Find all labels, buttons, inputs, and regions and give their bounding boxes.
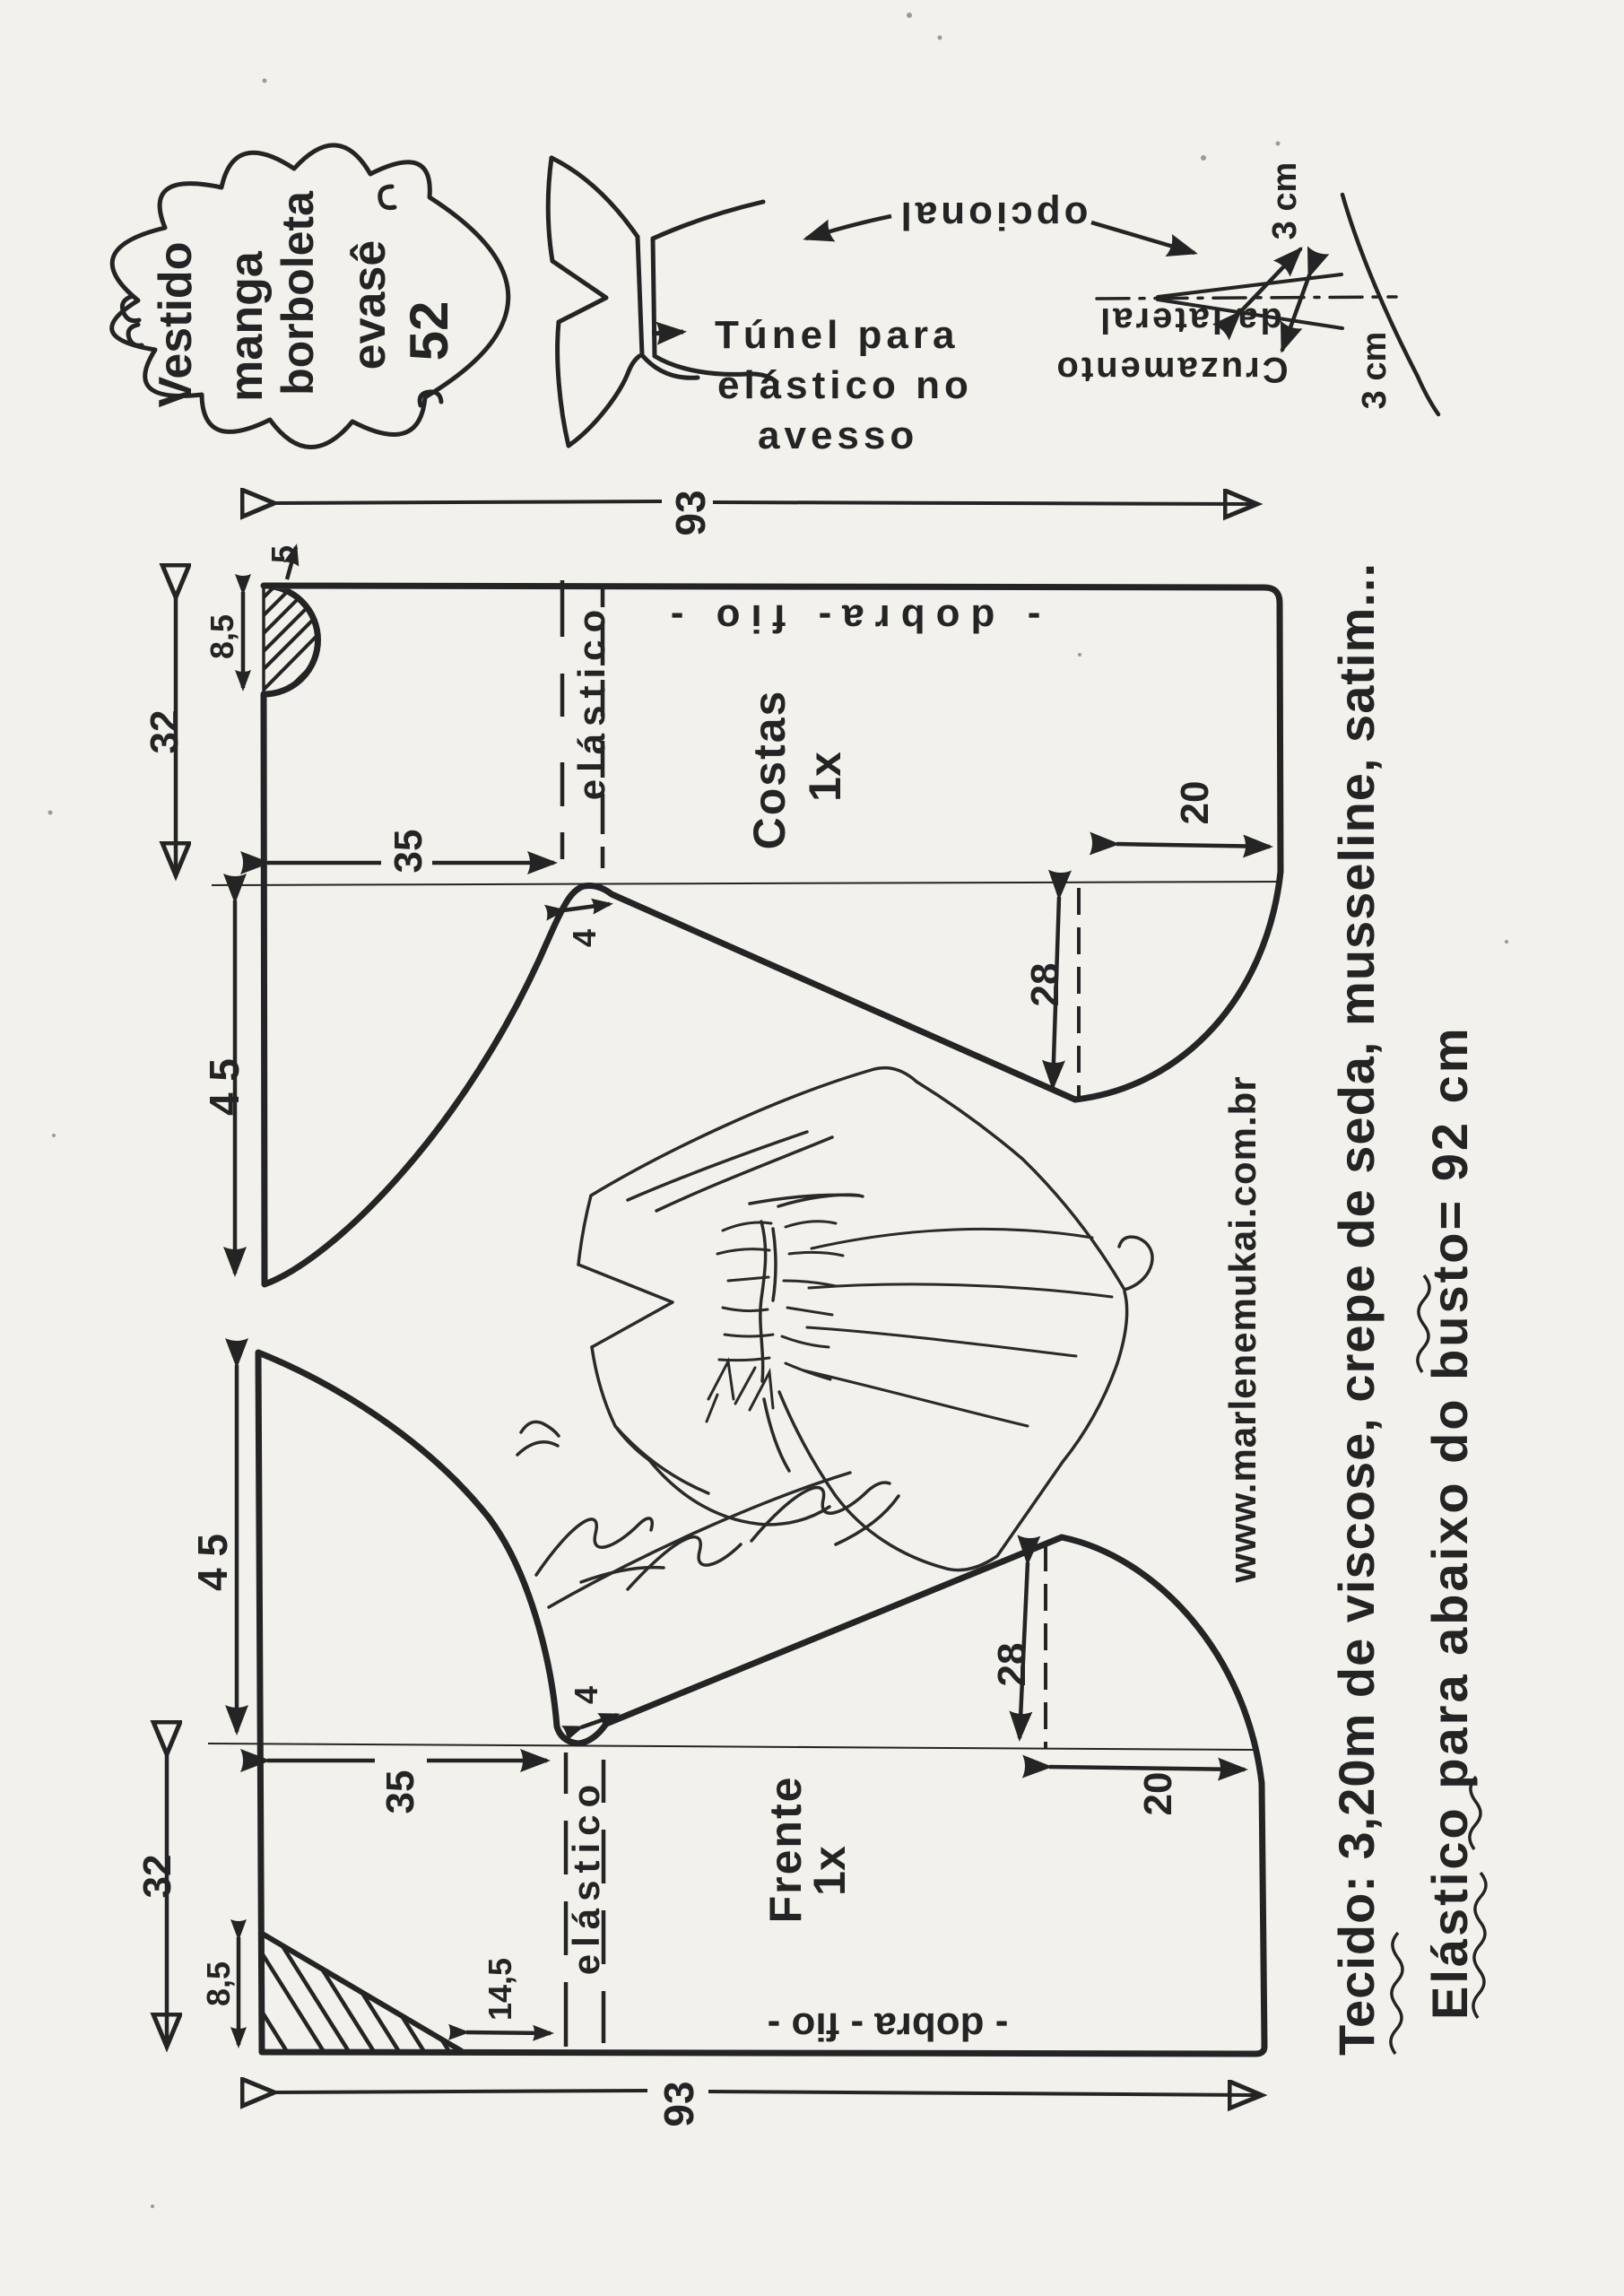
svg-text:Túnel para: Túnel para — [715, 313, 960, 357]
svg-text:Tecido: 3,20m de viscose, crep: Tecido: 3,20m de viscose, crepe de seda,… — [1328, 562, 1385, 2056]
svg-text:evasê: evasê — [343, 240, 395, 370]
svg-text:avesso: avesso — [758, 413, 918, 457]
svg-text:8,5: 8,5 — [204, 614, 240, 659]
svg-text:8,5: 8,5 — [200, 1961, 237, 2006]
svg-text:Frente: Frente — [760, 1776, 811, 1924]
svg-text:20: 20 — [1136, 1772, 1180, 1816]
svg-text:32: 32 — [135, 1855, 179, 1899]
svg-text:1x: 1x — [800, 752, 850, 802]
svg-text:93: 93 — [656, 2081, 702, 2126]
svg-text:www.marlenemukai.com.br: www.marlenemukai.com.br — [1221, 1075, 1264, 1583]
svg-text:32: 32 — [143, 710, 187, 754]
svg-text:20: 20 — [1173, 781, 1217, 825]
svg-text:opcional: opcional — [898, 194, 1089, 238]
svg-text:5: 5 — [265, 545, 301, 563]
svg-text:4: 4 — [568, 1686, 604, 1704]
svg-text:3 cm: 3 cm — [1356, 332, 1394, 410]
svg-text:Vestido: Vestido — [150, 242, 202, 408]
svg-text:Elástico para abaixo do busto=: Elástico para abaixo do busto= 92 cm — [1421, 1025, 1478, 2020]
svg-text:- dobra - fio -: - dobra - fio - — [768, 2005, 1009, 2048]
svg-text:elástico no: elástico no — [717, 363, 973, 407]
svg-text:35: 35 — [378, 1770, 422, 1814]
svg-text:35: 35 — [386, 830, 430, 874]
svg-text:1x: 1x — [804, 1846, 855, 1896]
svg-text:93: 93 — [667, 490, 714, 535]
svg-text:4 5: 4 5 — [201, 1058, 248, 1116]
svg-text:28: 28 — [1023, 963, 1067, 1007]
svg-text:da lateral: da lateral — [1098, 300, 1282, 340]
svg-text:28: 28 — [990, 1643, 1034, 1687]
svg-text:4: 4 — [566, 929, 603, 947]
svg-text:Cruzamento: Cruzamento — [1054, 350, 1288, 389]
svg-text:manga: manga — [221, 250, 273, 402]
svg-text:14,5: 14,5 — [482, 1958, 518, 2021]
svg-text:4 5: 4 5 — [189, 1534, 236, 1591]
svg-text:52: 52 — [399, 301, 459, 361]
svg-text:- dobra- fio -: - dobra- fio - — [660, 596, 1041, 640]
svg-text:elástico: elástico — [565, 1778, 607, 1975]
svg-text:elástico: elástico — [570, 603, 612, 800]
svg-text:3 cm: 3 cm — [1266, 162, 1304, 240]
svg-text:borboleta: borboleta — [273, 190, 323, 396]
svg-text:Costas: Costas — [744, 690, 795, 850]
